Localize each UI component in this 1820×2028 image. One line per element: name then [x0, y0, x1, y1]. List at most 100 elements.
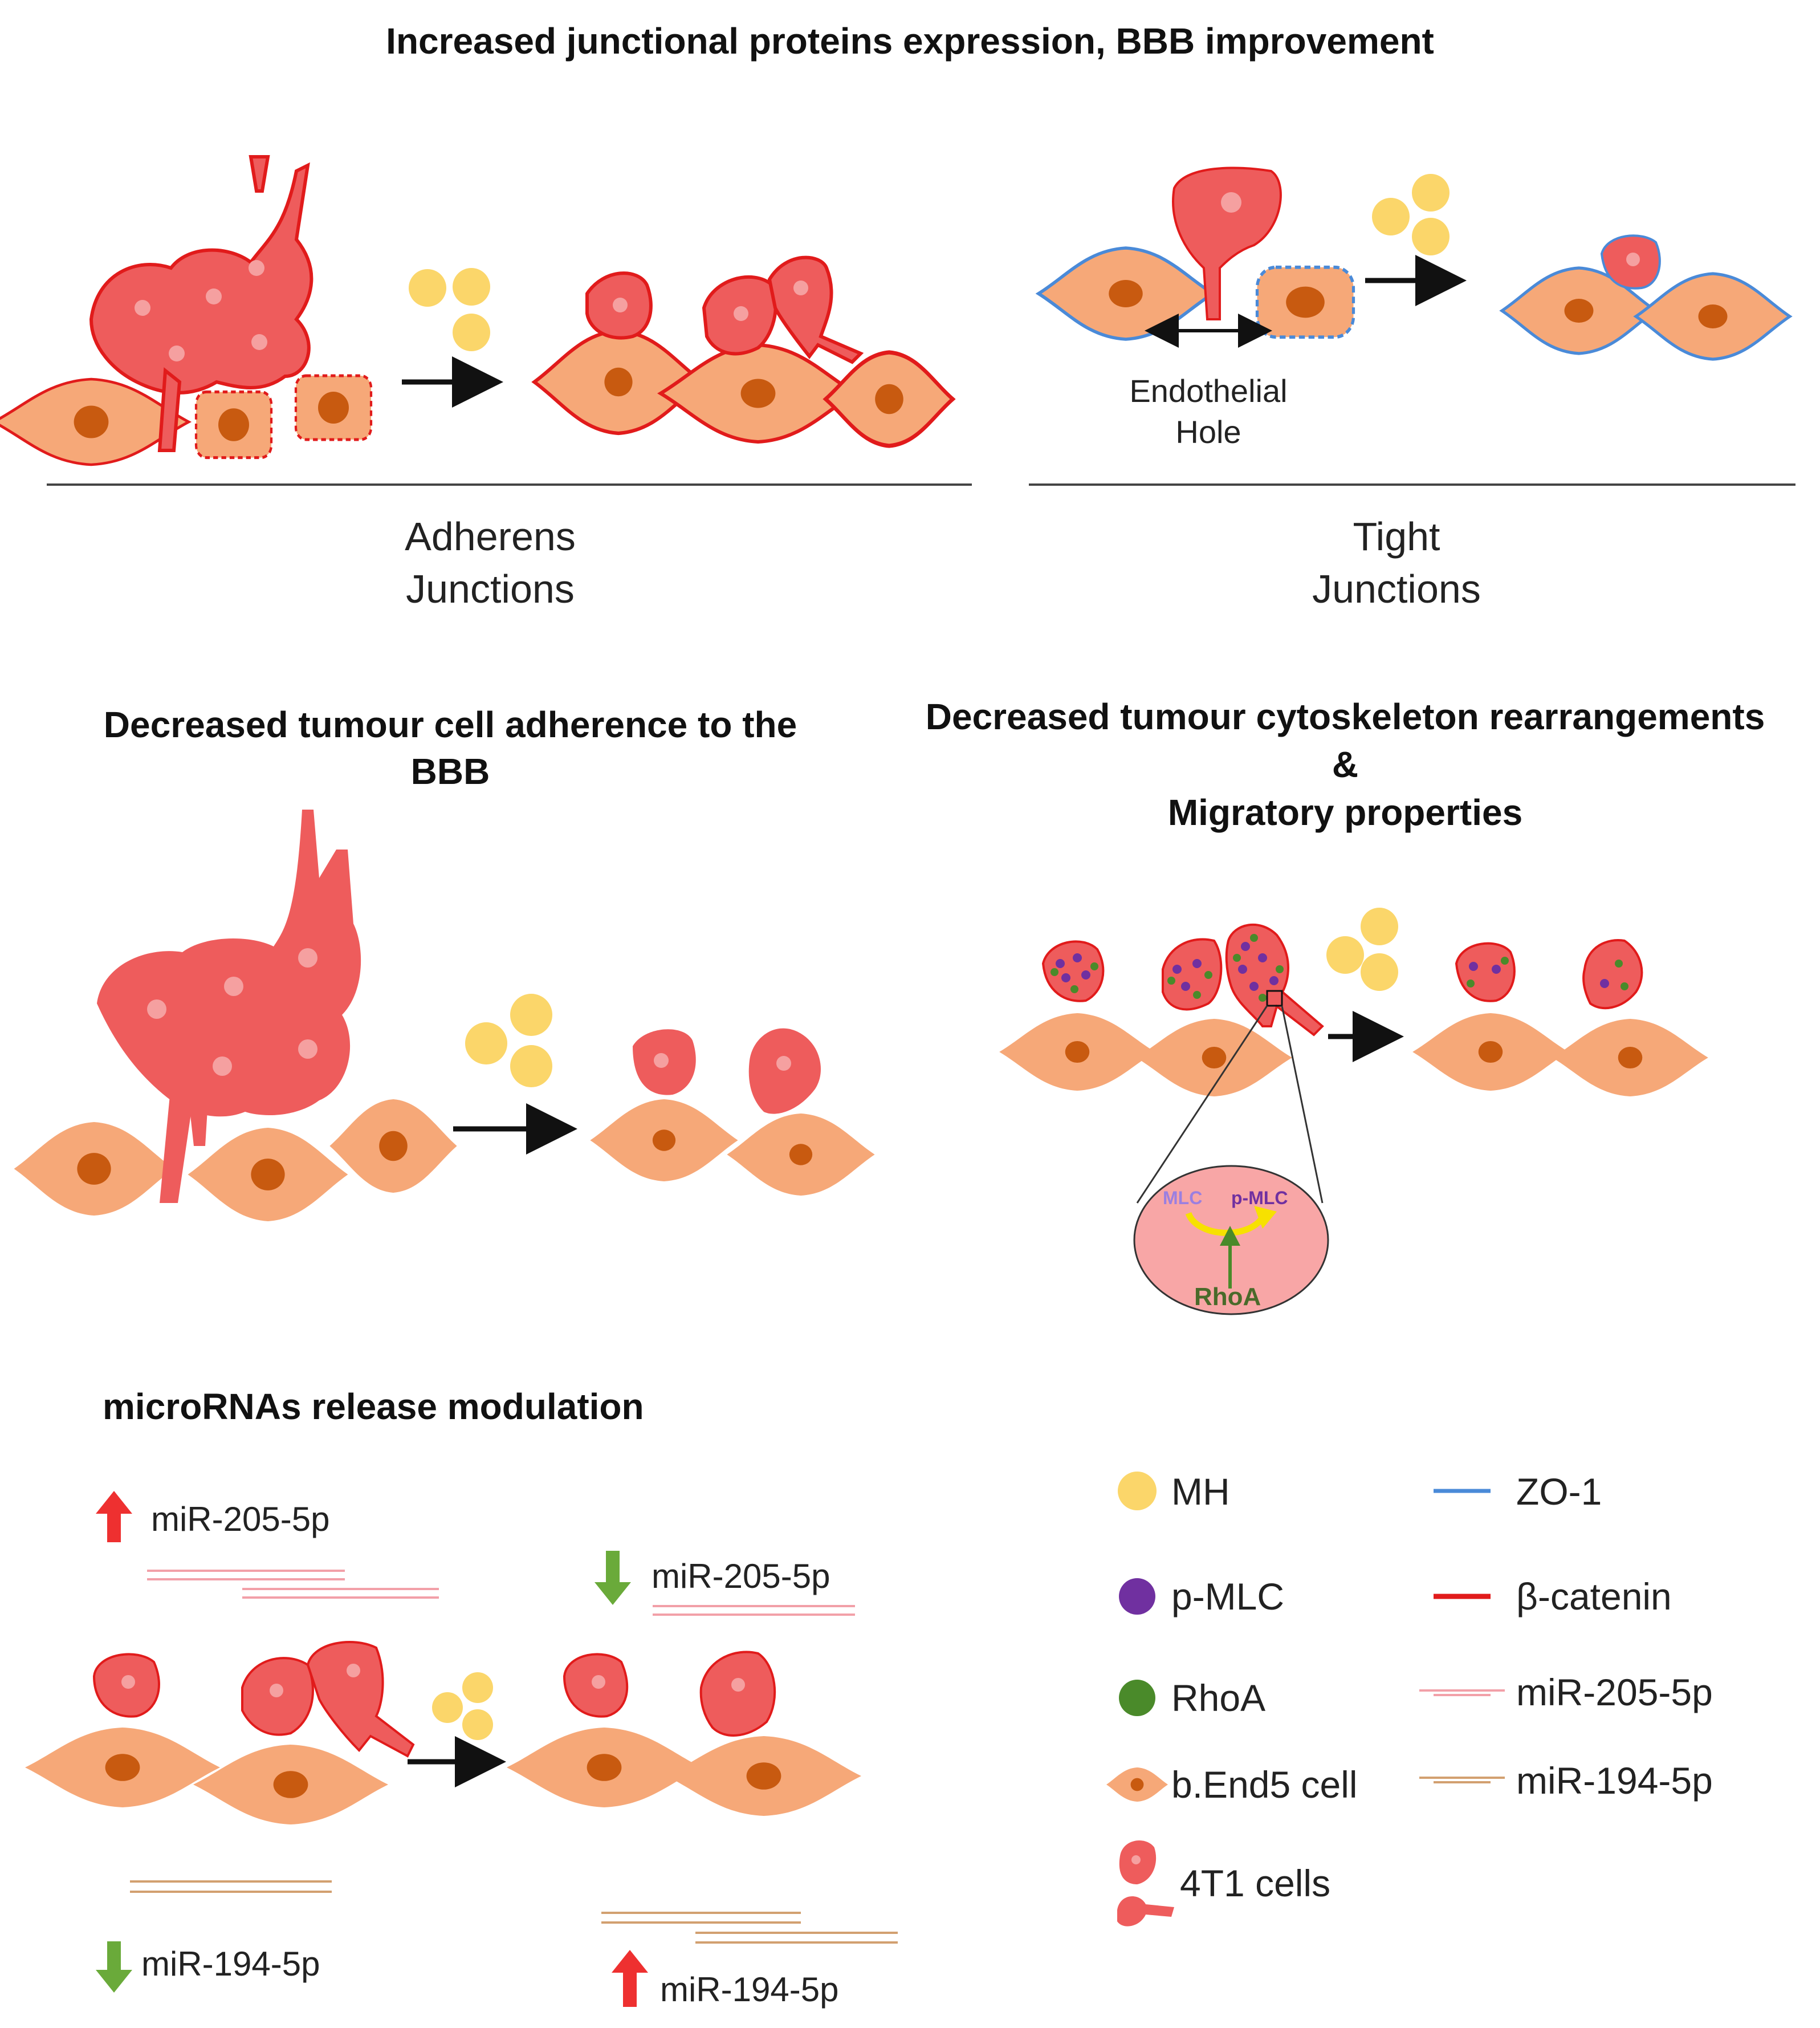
- panel3-title-line1: Decreased tumour cytoskeleton rearrangem…: [925, 696, 1765, 737]
- down-arrow-icon: [595, 1551, 631, 1605]
- hole-line2: Hole: [1175, 414, 1241, 450]
- panel2-title: Decreased tumour cell adherence to the B…: [51, 701, 849, 795]
- tight-label-line1: Tight: [1353, 514, 1440, 559]
- endothelial-cell: [1412, 1013, 1569, 1091]
- legend-rhoa-label: RhoA: [1171, 1677, 1266, 1719]
- endothelial-cell: [534, 331, 702, 433]
- legend-rhoa-swatch: [1119, 1680, 1155, 1716]
- rhoa-dots: [1051, 934, 1284, 1002]
- mir194-strands: [601, 1912, 898, 1944]
- endothelial-cell: [329, 1099, 457, 1193]
- tumour-cell: [699, 1651, 776, 1737]
- inset-pmlc-label: p-MLC: [1231, 1188, 1288, 1208]
- inset-marker: [1266, 990, 1283, 1007]
- legend-mir205-swatch: [1419, 1689, 1505, 1696]
- legend-mh-swatch: [1118, 1472, 1157, 1510]
- tumour-nucleus: [776, 1056, 791, 1071]
- legend-catenin-label: β-catenin: [1516, 1575, 1672, 1617]
- tight-before-group: [1039, 166, 1355, 348]
- inset-rhoa-label: RhoA: [1194, 1283, 1261, 1311]
- mh-particles: [409, 268, 490, 351]
- endothelial-cell: [727, 1113, 875, 1196]
- panel4-title: microRNAs release modulation: [103, 1386, 644, 1427]
- legend-zo1-label: ZO-1: [1516, 1470, 1602, 1513]
- legend-4t1-swatch: [1117, 1840, 1174, 1927]
- legend-mir194-swatch: [1419, 1777, 1505, 1783]
- legend-plmc-label: p-MLC: [1171, 1575, 1285, 1617]
- endothelial-cell-damaged: [194, 390, 273, 460]
- tumour-cell: [1582, 939, 1643, 1010]
- mirna-after-group: [507, 1551, 898, 2007]
- endothelial-cell: [188, 1128, 348, 1221]
- mir194-before-label: miR-194-5p: [141, 1945, 320, 1983]
- endothelial-cell: [1502, 268, 1656, 353]
- panel2-title-line1: Decreased tumour cell adherence to the: [103, 704, 797, 745]
- hole-line1: Endothelial: [1129, 373, 1288, 409]
- inset-arc-head: [1254, 1206, 1277, 1229]
- adherens-label-line2: Junctions: [406, 567, 575, 611]
- inset-line: [1281, 1005, 1324, 1204]
- mh-particles: [432, 1672, 493, 1740]
- endothelial-cell: [1039, 248, 1213, 339]
- tumour-cell-nuclei: [147, 948, 317, 1076]
- panel1-title: Increased junctional proteins expression…: [386, 21, 1434, 62]
- plmc-dots: [1056, 942, 1279, 991]
- inset-line: [1136, 1005, 1268, 1204]
- tumour-cell: [1455, 942, 1516, 1002]
- adherens-before-group: [0, 155, 373, 465]
- tight-after-group: [1502, 234, 1790, 359]
- legend-mir205-label: miR-205-5p: [1516, 1671, 1713, 1713]
- adherens-after-group: [534, 255, 952, 446]
- mh-particles: [1372, 174, 1450, 255]
- panel3-title-line2: &: [1332, 744, 1359, 785]
- endothelial-cell: [1552, 1019, 1708, 1096]
- tumour-cells: [585, 255, 864, 364]
- up-arrow-icon: [96, 1491, 132, 1542]
- down-arrow-icon: [96, 1941, 132, 1993]
- legend-plmc-swatch: [1119, 1578, 1155, 1615]
- endothelial-cell-damaged: [294, 374, 373, 441]
- tumour-cell-migrating: [306, 1641, 415, 1758]
- endothelial-cell: [661, 345, 856, 442]
- mh-particles: [1326, 908, 1398, 991]
- mir205-strands: [147, 1570, 439, 1599]
- tumour-cell: [748, 1028, 821, 1114]
- adherence-before-group: [14, 810, 457, 1221]
- mirna-before-group: [25, 1491, 439, 1993]
- cytoskeleton-after-group: [1412, 939, 1708, 1096]
- plmc-dots: [1469, 962, 1609, 988]
- inset-green-arrowhead: [1220, 1226, 1240, 1246]
- endothelial-cell: [590, 1099, 738, 1181]
- legend-bend5-swatch: [1106, 1767, 1168, 1802]
- mir205-after-label: miR-205-5p: [652, 1557, 830, 1595]
- tumour-cell-nuclei: [135, 260, 267, 361]
- legend-bend5-label: b.End5 cell: [1171, 1763, 1358, 1806]
- inset-yellow-arc: [1185, 1212, 1265, 1236]
- cytoskeleton-before-group: [999, 924, 1329, 1315]
- endothelial-cell: [507, 1728, 702, 1807]
- rhoa-dots: [1467, 957, 1628, 990]
- endothelial-cell: [666, 1736, 861, 1816]
- panel2-title-line2: BBB: [410, 751, 490, 792]
- mir205-strands: [653, 1605, 855, 1616]
- mir205-before-label: miR-205-5p: [151, 1500, 330, 1538]
- panel3-title-line3: Migratory properties: [1167, 792, 1523, 833]
- tumour-cell-nuclei: [613, 281, 808, 321]
- mir194-after-label: miR-194-5p: [660, 1970, 839, 2009]
- tumour-cell: [1041, 940, 1105, 1002]
- endothelial-cell: [193, 1745, 388, 1824]
- legend-4t1-label: 4T1 cells: [1180, 1862, 1331, 1904]
- tumour-cell-nuclei: [592, 1675, 745, 1692]
- tumour-cluster: [97, 810, 361, 1203]
- tumour-cell-nuclei: [121, 1664, 360, 1697]
- adherens-label: Adherens Junctions: [319, 510, 661, 615]
- endothelial-cell: [825, 352, 952, 446]
- mir194-strands: [130, 1880, 332, 1893]
- legend-mh-label: MH: [1171, 1470, 1230, 1513]
- endothelial-cell-damaged: [1255, 265, 1355, 339]
- tumour-nucleus: [1626, 253, 1640, 266]
- endothelial-cell: [0, 379, 189, 465]
- tumour-cell-migrating: [1172, 166, 1282, 320]
- endothelial-cell: [14, 1122, 174, 1216]
